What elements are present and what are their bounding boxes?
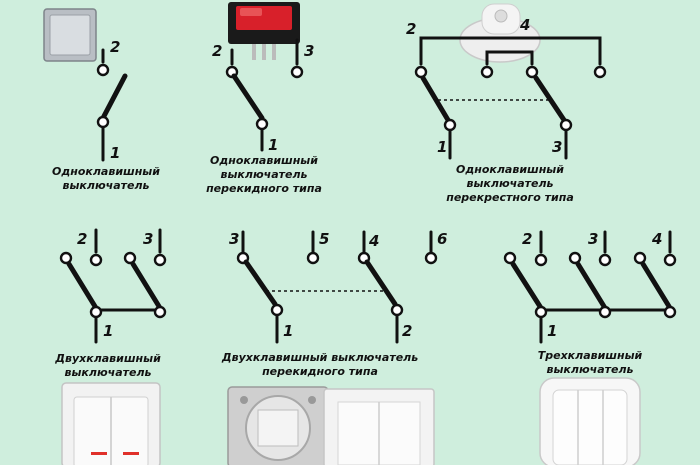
terminal-label: 1 [283,322,293,340]
caption-line: выключатель [467,177,554,190]
caption-line: Трехклавишный [538,349,643,362]
caption-line: выключатель [547,363,634,376]
triple-switch-diagram: 2 3 4 1 Трехклавишный выключатель [503,230,677,376]
single-switch-diagram: 2 1 Одноклавишный выключатель [52,38,160,192]
terminal-label: 5 [319,230,329,248]
terminal-label: 4 [519,16,530,34]
caption-line: Одноклавишный [210,154,318,167]
terminal-label: 6 [437,230,447,248]
double-switch-diagram: 2 3 1 Двухклавишный выключатель [54,228,167,379]
terminal-label: 2 [110,38,120,56]
single-switch-photo [43,8,97,62]
terminal-label: 3 [588,230,598,248]
terminal-label: 2 [406,20,416,38]
terminal-label: 4 [651,230,662,248]
terminal-label: 1 [547,322,557,340]
terminal-label: 3 [552,138,562,156]
terminal-label: 2 [522,230,532,248]
terminal-label: 3 [143,230,153,248]
caption-line: перекидного типа [206,182,322,195]
caption-line: Одноклавишный [456,163,564,176]
terminal-label: 2 [212,42,222,60]
terminal-label: 3 [304,42,314,60]
caption-line: перекидного типа [262,365,378,378]
single-cross-diagram: 2 4 1 3 Одноклавишный выключатель перекр… [406,16,607,204]
terminal-label: 2 [402,322,412,340]
terminal-label: 4 [368,232,379,250]
caption-line: выключатель [221,168,308,181]
terminal-label: 2 [77,230,87,248]
terminal-label: 3 [229,230,239,248]
rocker-switch-photo [228,2,300,60]
terminal-label: 1 [437,138,447,156]
caption-line: Одноклавишный [52,165,160,178]
caption-line: выключатель [65,366,152,379]
mechanism-photo [227,386,435,465]
terminal-label: 1 [110,144,120,162]
terminal-label: 1 [103,322,113,340]
caption-line: Двухклавишный выключатель [221,351,418,364]
double-switch-photo [61,382,161,465]
caption-line: перекрестного типа [446,191,574,204]
single-changeover-diagram: 2 3 1 Одноклавишный выключатель перекидн… [206,38,322,195]
double-changeover-diagram: 3 5 4 6 1 2 Двухклавишный выключатель пе… [221,230,448,378]
caption-line: Двухклавишный [54,352,161,365]
caption-line: выключатель [63,179,150,192]
terminal-label: 1 [268,136,278,154]
triple-switch-photo [539,377,641,465]
